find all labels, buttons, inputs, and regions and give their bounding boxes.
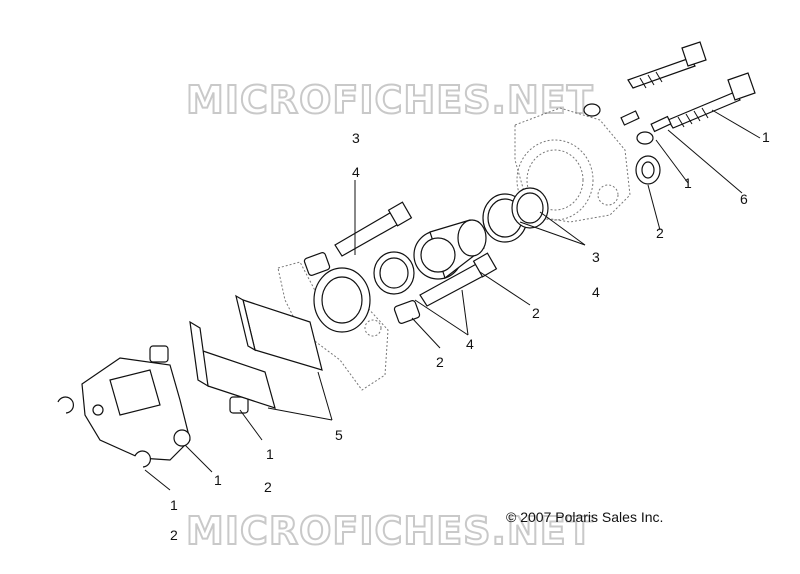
callout-bolt-upper: 1: [762, 129, 770, 145]
slide-pin-lower: [419, 252, 498, 307]
callout-caliper-1: 1: [214, 472, 222, 488]
callout-clip-2: 2: [170, 527, 178, 543]
callout-bleeder-6: 6: [740, 191, 748, 207]
bushings: [149, 252, 421, 414]
piston-seals-pair: [482, 187, 549, 243]
mounting-bracket: [277, 261, 389, 391]
slide-pin-upper: [334, 201, 413, 257]
seal-ring-inner: [379, 257, 409, 289]
callout-bushing-1: 1: [266, 446, 274, 462]
watermark-bottom: MICROFICHES.NET: [186, 509, 594, 553]
callout-bushing-2: 2: [436, 354, 444, 370]
bolt-upper: [627, 41, 707, 89]
callout-clip-1: 1: [170, 497, 178, 513]
retaining-clips: [57, 396, 151, 468]
callout-pin-2: 2: [532, 305, 540, 321]
brake-pad-outer: [189, 320, 276, 409]
caliper-housing-outer: [514, 107, 631, 223]
callout-4-right: 4: [592, 284, 600, 300]
copyright-notice: © 2007 Polaris Sales Inc.: [506, 509, 663, 525]
callout-bleeder-1: 1: [684, 175, 692, 191]
callout-pins-4: 4: [466, 336, 474, 352]
washers: [583, 103, 661, 185]
callout-4-left: 4: [352, 164, 360, 180]
watermark-top: MICROFICHES.NET: [186, 78, 594, 122]
bolt-lower: [667, 72, 756, 129]
leader-lines: [144, 109, 761, 491]
callout-pads-5: 5: [335, 427, 343, 443]
caliper-body-lower: [81, 357, 191, 461]
callout-washer-2: 2: [656, 225, 664, 241]
piston: [413, 219, 487, 280]
callout-3-left: 3: [352, 130, 360, 146]
callout-caliper-2: 2: [264, 479, 272, 495]
bleeder-valves: [620, 110, 672, 133]
callout-3-right: 3: [592, 249, 600, 265]
brake-pad-inner: [235, 294, 323, 371]
